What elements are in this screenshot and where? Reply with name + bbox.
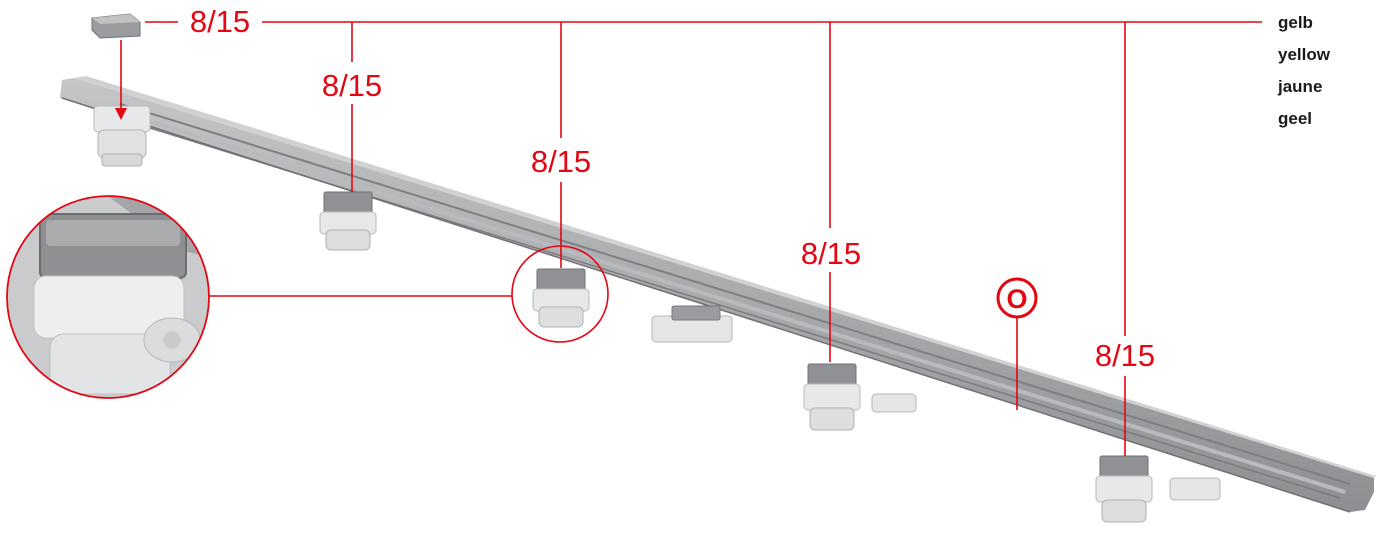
color-name-de: gelb bbox=[1278, 13, 1313, 32]
zoom-detail bbox=[6, 195, 210, 399]
clip-5 bbox=[1095, 455, 1221, 523]
down-arrow-icon bbox=[115, 40, 127, 120]
spacer-block bbox=[651, 305, 733, 343]
part-callouts: 8/15 8/15 8/15 8/15 8/15 bbox=[190, 4, 1155, 373]
clip-4 bbox=[803, 363, 917, 431]
clip-3 bbox=[532, 268, 590, 328]
clip-1 bbox=[93, 105, 151, 167]
callout-clip-4: 8/15 bbox=[1095, 338, 1155, 373]
callout-top: 8/15 bbox=[190, 4, 250, 39]
magnifier-circle bbox=[511, 245, 609, 343]
color-names: gelb yellow jaune geel bbox=[1277, 13, 1331, 128]
rail-badge-label: O bbox=[1006, 284, 1027, 314]
rail-top-face bbox=[74, 76, 1376, 478]
color-name-fr: jaune bbox=[1277, 77, 1322, 96]
callout-clip-3: 8/15 bbox=[801, 236, 861, 271]
loose-cap-icon bbox=[91, 13, 141, 39]
leader-lines bbox=[145, 21, 1262, 456]
color-name-nl: geel bbox=[1278, 109, 1312, 128]
callout-clip-1: 8/15 bbox=[322, 68, 382, 103]
rail-assembly bbox=[60, 76, 1376, 513]
callout-clip-2: 8/15 bbox=[531, 144, 591, 179]
color-name-en: yellow bbox=[1278, 45, 1331, 64]
rail-badge: O bbox=[996, 277, 1038, 319]
clip-2 bbox=[319, 191, 377, 251]
